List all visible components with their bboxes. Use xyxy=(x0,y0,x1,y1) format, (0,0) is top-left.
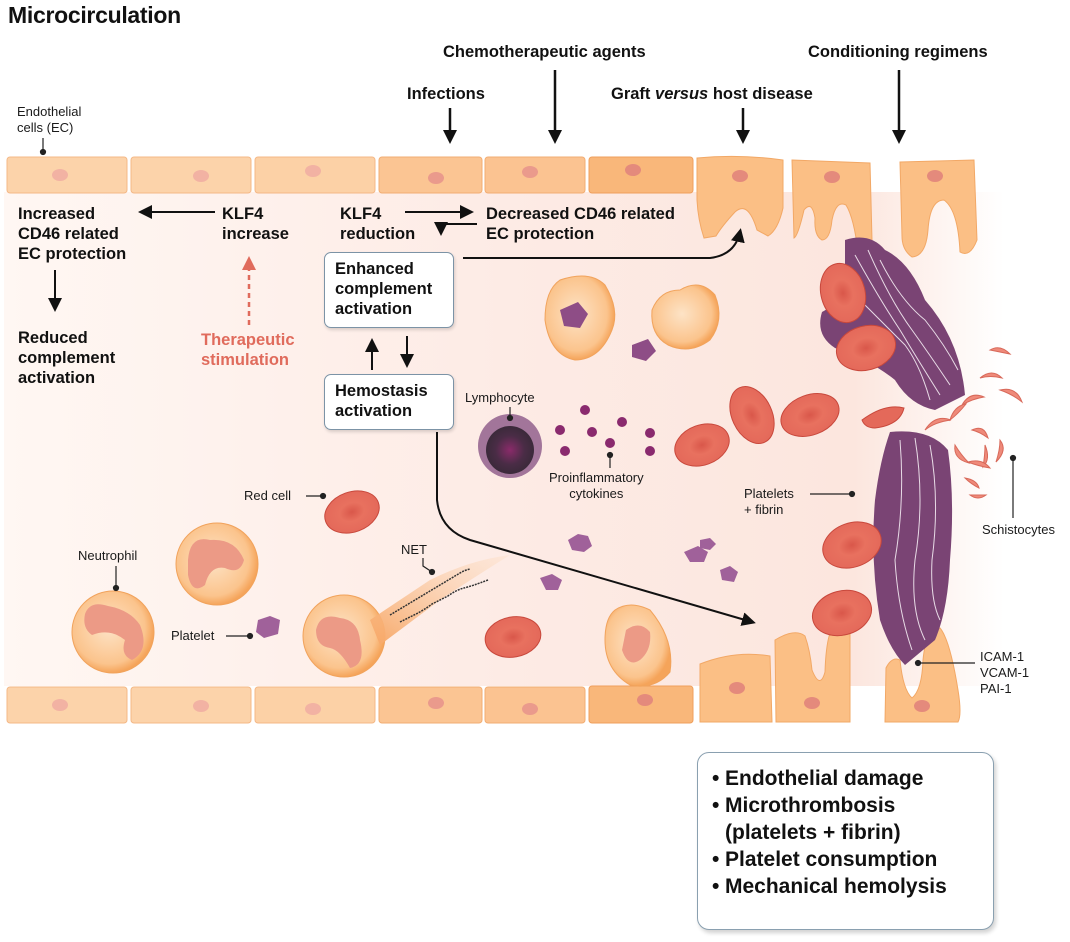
cause-arrows xyxy=(443,70,906,144)
summary-item: (platelets + fibrin) xyxy=(712,819,993,846)
red-cells xyxy=(324,262,905,658)
summary-text: Endothelial damage xyxy=(725,767,924,790)
box-hemostasis-activation: Hemostasis activation xyxy=(324,374,454,430)
summary-text: (platelets + fibrin) xyxy=(725,821,901,844)
cytokines xyxy=(555,405,655,456)
label-proinflammatory-cytokines: Proinflammatory cytokines xyxy=(549,470,644,502)
thrombus-lower xyxy=(873,431,953,665)
text-line: KLF4 xyxy=(340,205,382,223)
pathway-arrows xyxy=(48,205,756,626)
text-line: Decreased CD46 related xyxy=(486,205,675,223)
lymphocyte-cell xyxy=(478,414,542,478)
summary-text: Microthrombosis xyxy=(725,794,896,817)
summary-item: •Platelet consumption xyxy=(712,848,938,871)
text-line: EC protection xyxy=(486,225,595,243)
page-title: Microcirculation xyxy=(8,2,181,28)
label-klf4-reduction: KLF4 reduction xyxy=(340,204,415,244)
label-therapeutic-stimulation: Therapeutic stimulation xyxy=(201,330,295,370)
text-line: EC protection xyxy=(18,245,127,263)
label-schistocytes: Schistocytes xyxy=(982,522,1055,537)
summary-item: •Mechanical hemolysis xyxy=(712,875,947,898)
box-text: Hemostasis activation xyxy=(325,375,453,427)
label-neutrophil: Neutrophil xyxy=(78,548,138,563)
summary-item: •Endothelial damage xyxy=(712,767,924,790)
label-lymphocyte: Lymphocyte xyxy=(465,390,535,405)
label-reduced-complement: Reduced complement activation xyxy=(18,328,115,388)
neutrophils xyxy=(71,275,720,687)
label-net: NET xyxy=(401,542,427,557)
label-klf4-increase: KLF4 increase xyxy=(222,204,289,244)
platelets xyxy=(256,302,738,638)
label-graft-versus-host-disease: Graft versus host disease xyxy=(611,84,813,104)
pointer-lines xyxy=(39,138,1017,667)
gvhd-prefix: Graft xyxy=(611,85,656,103)
text-line: Platelets xyxy=(744,486,794,501)
text-line: Increased xyxy=(18,205,96,223)
summary-text: Platelet consumption xyxy=(725,848,938,871)
label-platelet: Platelet xyxy=(171,628,215,643)
text-line: Proinflammatory xyxy=(549,470,644,485)
summary-list: •Endothelial damage •Microthrombosis (pl… xyxy=(698,753,993,900)
text-line: CD46 related xyxy=(18,225,119,243)
summary-item: •Microthrombosis xyxy=(712,794,896,817)
label-conditioning-regimens: Conditioning regimens xyxy=(808,43,988,61)
text-line: complement xyxy=(18,349,116,367)
label-chemotherapeutic-agents: Chemotherapeutic agents xyxy=(443,43,646,61)
text-line: increase xyxy=(222,225,289,243)
label-endothelial-line2: cells (EC) xyxy=(17,120,74,135)
top-endothelium xyxy=(6,155,978,258)
summary-text: Mechanical hemolysis xyxy=(725,875,947,898)
schistocytes xyxy=(924,347,1024,499)
text-line: KLF4 xyxy=(222,205,264,223)
text-line: ICAM-1 xyxy=(980,649,1025,664)
text-line: activation xyxy=(335,402,413,420)
text-line: VCAM-1 xyxy=(980,665,1030,680)
text-line: cytokines xyxy=(569,486,624,501)
text-line: activation xyxy=(335,300,413,318)
text-line: Reduced xyxy=(18,329,88,347)
text-line: reduction xyxy=(340,225,416,243)
gvhd-suffix: host disease xyxy=(708,85,813,103)
label-endothelial-line1: Endothelial xyxy=(17,104,82,119)
text-line: Hemostasis xyxy=(335,382,428,400)
label-platelets-fibrin: Platelets + fibrin xyxy=(744,486,794,518)
text-line: Enhanced xyxy=(335,260,414,278)
gvhd-italic: versus xyxy=(655,85,709,103)
label-decreased-cd46: Decreased CD46 related EC protection xyxy=(486,204,675,244)
text-line: PAI-1 xyxy=(980,681,1012,696)
box-enhanced-complement-activation: Enhanced complement activation xyxy=(324,252,454,328)
label-endothelial-cells: Endothelial cells (EC) xyxy=(17,104,81,136)
label-red-cell: Red cell xyxy=(244,488,291,503)
text-line: + fibrin xyxy=(744,502,784,517)
label-increased-cd46: Increased CD46 related EC protection xyxy=(18,204,126,264)
text-line: activation xyxy=(18,369,96,387)
text-line: stimulation xyxy=(201,351,290,369)
label-infections: Infections xyxy=(407,85,485,103)
label-adhesion-markers: ICAM-1 VCAM-1 PAI-1 xyxy=(980,649,1029,697)
text-line: complement xyxy=(335,280,433,298)
text-line: Therapeutic xyxy=(201,331,295,349)
summary-box: •Endothelial damage •Microthrombosis (pl… xyxy=(697,752,994,930)
box-text: Enhanced complement activation xyxy=(325,253,453,325)
